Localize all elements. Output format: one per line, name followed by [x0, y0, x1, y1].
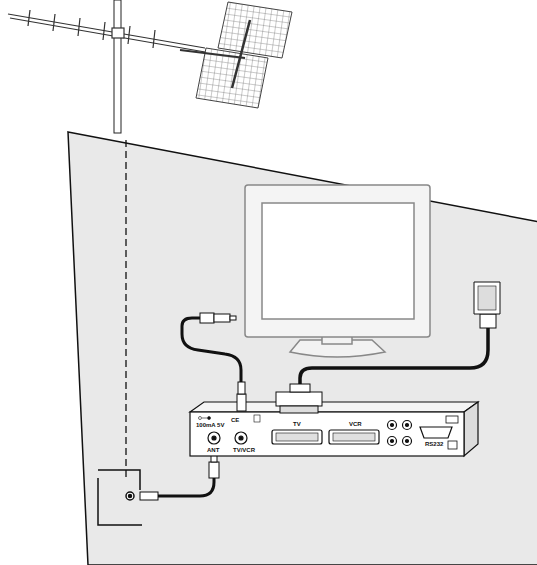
antenna-cable [140, 454, 219, 500]
scart-cable [276, 282, 500, 413]
panel-label: TV [293, 421, 301, 427]
wall [68, 132, 537, 565]
panel-label: CE [231, 417, 239, 423]
television [245, 185, 430, 357]
set-top-box [190, 402, 478, 456]
wall-socket [98, 470, 142, 525]
antenna-grid-panel [180, 2, 292, 108]
panel-label: VCR [349, 421, 362, 427]
panel-label: RS232 [425, 441, 443, 447]
panel-label: ANT [207, 447, 219, 453]
coax-cable [182, 313, 246, 411]
antenna-yagi [8, 10, 205, 52]
panel-label: TV/VCR [233, 447, 255, 453]
antenna-mast [114, 0, 126, 478]
panel-label: 100mA 5V [196, 422, 224, 428]
